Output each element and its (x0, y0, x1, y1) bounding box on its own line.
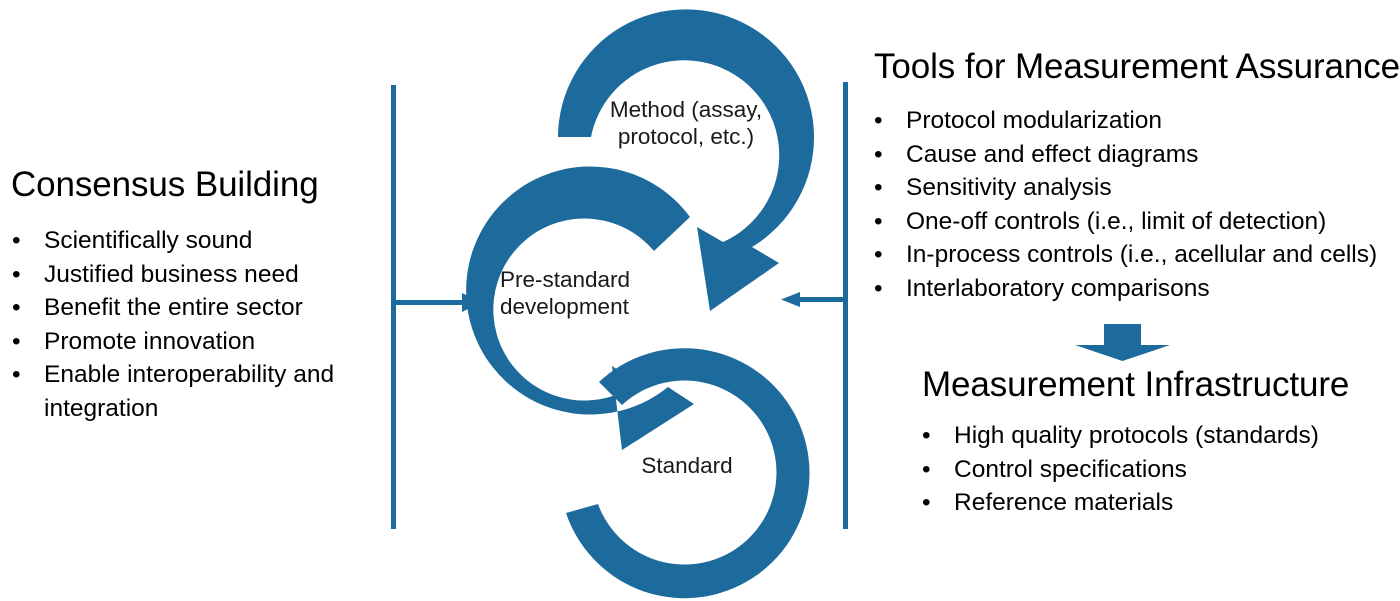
list-item: • Cause and effect diagrams (872, 138, 1392, 172)
down-arrow-icon (1075, 324, 1170, 361)
list-item: • Protocol modularization (872, 104, 1392, 138)
list-item: • Enable interoperability and integratio… (10, 358, 340, 425)
list-item: • Justified business need (10, 258, 340, 292)
list-item-label: Benefit the entire sector (44, 294, 303, 321)
bullet-dot-icon: • (12, 327, 21, 355)
bullet-dot-icon: • (12, 361, 21, 388)
list-item: • Reference materials (920, 486, 1390, 520)
measurement-infrastructure-heading: Measurement Infrastructure (922, 365, 1350, 404)
cycle-label-standard: Standard (641, 453, 733, 478)
list-item-label: Reference materials (954, 489, 1174, 516)
list-item: • In-process controls (i.e., acellular a… (872, 238, 1392, 272)
bullet-dot-icon: • (12, 260, 21, 288)
list-item-label: Sensitivity analysis (906, 174, 1112, 201)
list-item-label: Justified business need (44, 260, 299, 288)
measurement-infrastructure-bullet-list: • High quality protocols (standards) • C… (920, 419, 1390, 520)
prestandard-cycle-arrow (466, 166, 694, 450)
bullet-dot-icon: • (874, 241, 883, 268)
bullet-dot-icon: • (874, 174, 883, 201)
tools-for-measurement-assurance-heading: Tools for Measurement Assurance (874, 47, 1400, 86)
bullet-dot-icon: • (874, 274, 883, 302)
bullet-dot-icon: • (12, 227, 21, 254)
bullet-dot-icon: • (874, 207, 883, 235)
list-item-label: Control specifications (954, 455, 1187, 483)
list-item: • High quality protocols (standards) (920, 419, 1390, 453)
bullet-dot-icon: • (874, 107, 883, 134)
method-cycle-arrow (558, 9, 814, 311)
list-item-label: Scientifically sound (44, 227, 253, 254)
list-item: • Interlaboratory comparisons (872, 272, 1392, 306)
list-item-label: Promote innovation (44, 327, 256, 355)
list-item-label: Cause and effect diagrams (906, 140, 1199, 168)
consensus-building-heading: Consensus Building (11, 165, 319, 204)
list-item-label: High quality protocols (standards) (954, 422, 1319, 449)
list-item-label: Interlaboratory comparisons (906, 274, 1210, 302)
cycle-label-method: Method (assay, protocol, etc.) (609, 97, 763, 149)
bullet-dot-icon: • (922, 455, 931, 483)
list-item-label: One-off controls (i.e., limit of detecti… (906, 207, 1327, 235)
list-item: • Control specifications (920, 453, 1390, 487)
bullet-dot-icon: • (874, 140, 883, 168)
list-item: • Sensitivity analysis (872, 171, 1392, 205)
list-item-label: Enable interoperability and integration (44, 361, 335, 422)
list-item: • Promote innovation (10, 325, 340, 359)
tools-bullet-list: • Protocol modularization • Cause and ef… (872, 104, 1392, 305)
list-item-label: In-process controls (i.e., acellular and… (906, 241, 1378, 268)
list-item: • One-off controls (i.e., limit of detec… (872, 205, 1392, 239)
list-item: • Scientifically sound (10, 224, 340, 258)
bullet-dot-icon: • (12, 294, 21, 321)
left-connector (391, 85, 481, 529)
cycle-label-prestandard: Pre-standard development (500, 267, 631, 319)
list-item: • Benefit the entire sector (10, 291, 340, 325)
consensus-building-bullet-list: • Scientifically sound • Justified busin… (10, 224, 340, 425)
list-item-label: Protocol modularization (906, 107, 1163, 134)
right-connector (781, 82, 848, 529)
bullet-dot-icon: • (922, 422, 931, 449)
bullet-dot-icon: • (922, 489, 931, 516)
